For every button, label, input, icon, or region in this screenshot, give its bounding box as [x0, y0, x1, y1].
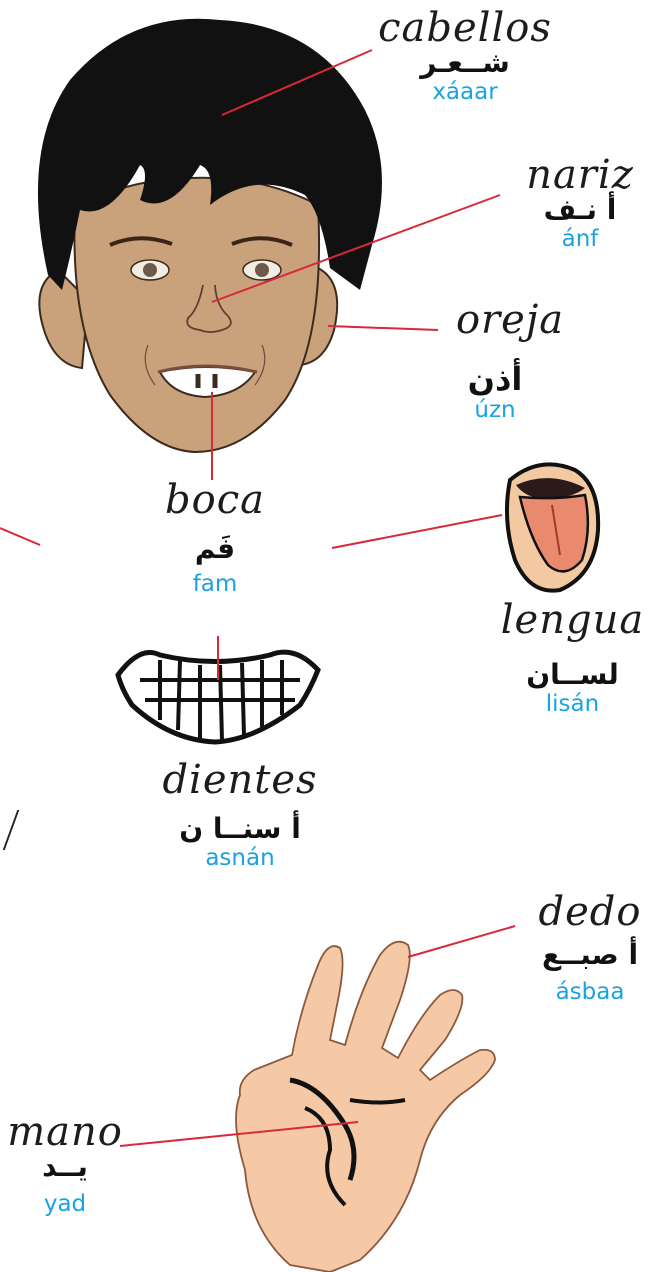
spanish-word: mano: [0, 1112, 130, 1152]
right-iris: [255, 263, 269, 277]
arabic-word: أ صبــع: [525, 940, 655, 971]
hand-illustration: [236, 942, 495, 1272]
transliteration: ánf: [505, 226, 655, 254]
spanish-word: lengua: [490, 600, 655, 640]
transliteration: xáaar: [360, 79, 570, 107]
label-ear: oreja: [440, 300, 580, 340]
face-shape: [74, 178, 319, 452]
spanish-word: nariz: [505, 155, 655, 195]
label-ear-arabic: أذن úzn: [450, 362, 540, 425]
spanish-word: cabellos: [360, 8, 570, 48]
spanish-word: oreja: [440, 300, 580, 340]
tongue-illustration: [507, 464, 598, 590]
transliteration: yad: [0, 1191, 130, 1219]
arabic-word: يــد: [0, 1152, 130, 1183]
leader-line-ear: [328, 326, 438, 330]
label-mouth: boca فَم fam: [140, 480, 290, 598]
spanish-word: boca: [140, 480, 290, 520]
boy-face-illustration: [38, 19, 382, 452]
transliteration: ásbaa: [525, 979, 655, 1007]
leader-line-left-edge: [0, 528, 40, 545]
arabic-word: أذن: [450, 362, 540, 397]
label-hand: mano يــد yad: [0, 1112, 130, 1218]
transliteration: asnán: [150, 845, 330, 873]
arabic-word: أ سنــا ن: [150, 814, 330, 845]
label-nose: nariz أ نـف ánf: [505, 155, 655, 253]
transliteration: fam: [140, 571, 290, 599]
label-tongue: lengua لســان lisán: [490, 600, 655, 718]
transliteration: úzn: [450, 397, 540, 425]
arabic-word: أ نـف: [505, 195, 655, 226]
hand-shape: [236, 942, 495, 1272]
leader-line-finger: [408, 926, 515, 957]
arabic-word: شــعـر: [360, 48, 570, 79]
label-hair: cabellos شــعـر xáaar: [360, 8, 570, 106]
arabic-word: فَم: [140, 534, 290, 565]
label-finger: dedo أ صبــع ásbaa: [525, 892, 655, 1006]
left-iris: [143, 263, 157, 277]
spanish-word: dientes: [150, 760, 330, 800]
spanish-word: dedo: [525, 892, 655, 932]
transliteration: lisán: [490, 691, 655, 719]
leader-line-tongue: [332, 515, 502, 548]
label-teeth: dientes أ سنــا ن asnán: [150, 760, 330, 872]
arabic-word: لســان: [490, 660, 655, 691]
